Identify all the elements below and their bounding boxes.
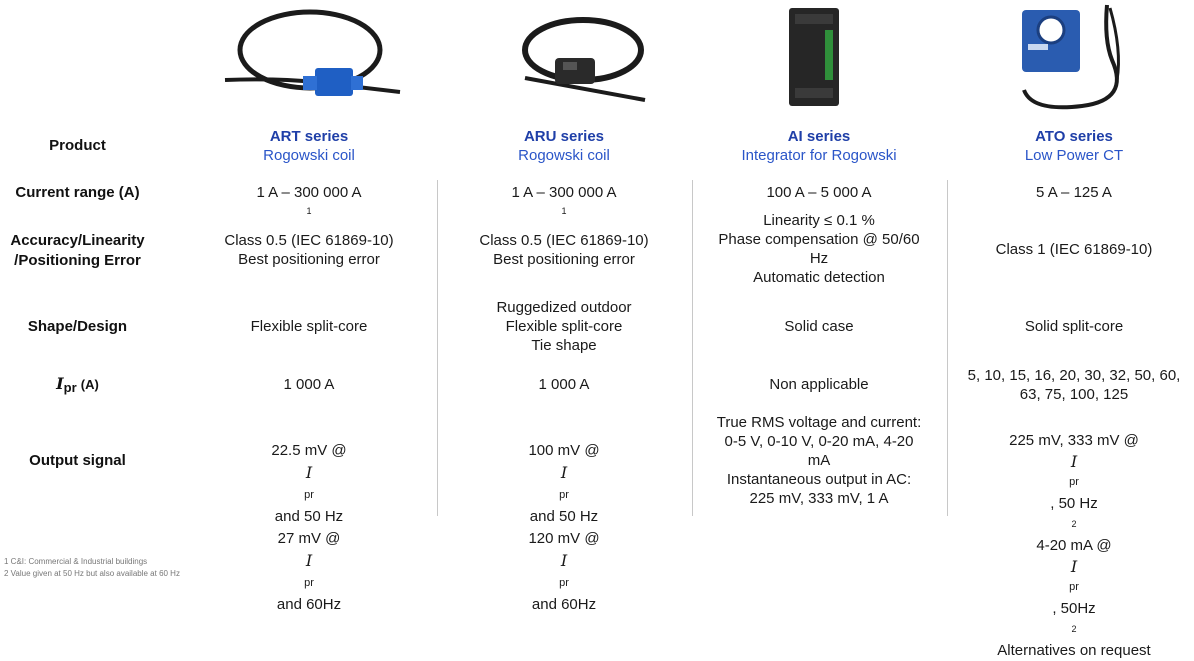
accuracy-line: Hz <box>809 250 829 267</box>
footnote-ref: 1 <box>306 206 312 216</box>
column-divider <box>437 180 438 516</box>
accuracy-line: Best positioning error <box>238 251 380 268</box>
product-subtitle: Integrator for Rogowski <box>741 147 897 164</box>
accuracy-cell: Class 0.5 (IEC 61869-10) Best positionin… <box>438 231 690 269</box>
ipr-line: 63, 75, 100, 125 <box>1019 386 1129 403</box>
shape-cell: Solid split-core <box>948 317 1194 336</box>
ipr-subscript: pr <box>63 380 77 395</box>
accuracy-line: Class 0.5 (IEC 61869-10) <box>224 232 394 249</box>
output-line: 0-5 V, 0-10 V, 0-20 mA, 4-20 <box>724 433 914 450</box>
current-range-value: 5 A – 125 A <box>1036 184 1112 201</box>
aru-rogowski-coil-image <box>522 17 646 102</box>
output-line: 225 mV, 333 mV, 1 A <box>749 490 889 507</box>
ipr-cell: Non applicable <box>693 375 945 394</box>
ipr-symbol: I <box>56 374 64 393</box>
shape-cell: Ruggedized outdoor Flexible split-core T… <box>438 298 690 355</box>
product-header-aru: ARU series Rogowski coil <box>438 127 690 165</box>
product-row-label: Product <box>49 137 106 154</box>
accuracy-line: Class 0.5 (IEC 61869-10) <box>479 232 649 249</box>
ipr-unit: (A) <box>80 377 99 392</box>
column-divider <box>692 180 693 516</box>
shape-line: Flexible split-core <box>250 318 368 335</box>
output-line: mA <box>807 452 831 469</box>
accuracy-line: Linearity ≤ 0.1 % <box>763 212 875 229</box>
shape-line: Ruggedized outdoor <box>496 299 632 316</box>
product-name: ATO series <box>1035 128 1113 145</box>
output-row-label: Output signal <box>29 452 126 469</box>
footnote-ref: 2 <box>1071 624 1077 634</box>
ipr-row-label: Ipr (A) <box>0 374 155 398</box>
shape-line: Flexible split-core <box>505 318 623 335</box>
footnotes: 1 C&I: Commercial & Industrial buildings… <box>4 556 180 580</box>
output-line: Alternatives on request <box>997 642 1151 659</box>
ipr-cell: 5, 10, 15, 16, 20, 30, 32, 50, 60, 63, 7… <box>948 366 1194 404</box>
accuracy-line: Automatic detection <box>753 269 885 286</box>
current-range-row-label: Current range (A) <box>15 184 140 201</box>
product-header-art: ART series Rogowski coil <box>183 127 435 165</box>
shape-cell: Solid case <box>693 317 945 336</box>
current-range-value: 100 A – 5 000 A <box>766 184 872 201</box>
shape-line: Tie shape <box>531 337 597 354</box>
accuracy-line: Class 1 (IEC 61869-10) <box>995 241 1153 258</box>
ato-low-power-ct-image <box>1022 4 1120 110</box>
footnote-ref: 1 <box>561 206 567 216</box>
product-subtitle: Rogowski coil <box>518 147 610 164</box>
product-name: AI series <box>787 128 851 145</box>
accuracy-cell: Linearity ≤ 0.1 % Phase compensation @ 5… <box>693 211 945 287</box>
current-range-cell: 5 A – 125 A <box>948 183 1194 202</box>
ipr-value: Non applicable <box>769 376 869 393</box>
footnote: 1 C&I: Commercial & Industrial buildings <box>4 557 148 566</box>
product-header-ato: ATO series Low Power CT <box>948 127 1194 165</box>
accuracy-label-line: Accuracy/Linearity <box>10 232 145 249</box>
shape-line: Solid split-core <box>1024 318 1124 335</box>
art-rogowski-coil-image <box>224 9 401 96</box>
product-header-ai: AI series Integrator for Rogowski <box>693 127 945 165</box>
ipr-value: 1 000 A <box>283 376 335 393</box>
output-cell: True RMS voltage and current: 0-5 V, 0-1… <box>693 413 945 508</box>
shape-line: Solid case <box>784 318 854 335</box>
product-name: ART series <box>269 128 349 145</box>
product-subtitle: Rogowski coil <box>263 147 355 164</box>
footnote: 2 Value given at 50 Hz but also availabl… <box>4 569 180 578</box>
ipr-line: 5, 10, 15, 16, 20, 30, 32, 50, 60, <box>967 367 1181 384</box>
footnote-ref: 2 <box>1071 519 1077 529</box>
accuracy-cell: Class 1 (IEC 61869-10) <box>948 240 1194 259</box>
ipr-value: 1 000 A <box>538 376 590 393</box>
accuracy-line: Phase compensation @ 50/60 <box>718 231 920 248</box>
output-line: True RMS voltage and current: <box>716 414 922 431</box>
ipr-cell: 1 000 A <box>438 375 690 394</box>
accuracy-line: Best positioning error <box>493 251 635 268</box>
ipr-cell: 1 000 A <box>183 375 435 394</box>
output-line: Instantaneous output in AC: <box>726 471 912 488</box>
shape-row-label: Shape/Design <box>27 318 128 335</box>
product-name: ARU series <box>523 128 605 145</box>
accuracy-cell: Class 0.5 (IEC 61869-10) Best positionin… <box>183 231 435 269</box>
accuracy-label-line: /Positioning Error <box>14 252 141 269</box>
ai-integrator-image <box>789 8 839 106</box>
current-range-cell: 100 A – 5 000 A <box>693 183 945 202</box>
column-divider <box>947 180 948 516</box>
accuracy-row-label: Accuracy/Linearity /Positioning Error <box>0 231 155 271</box>
shape-cell: Flexible split-core <box>183 317 435 336</box>
product-subtitle: Low Power CT <box>1024 147 1124 164</box>
